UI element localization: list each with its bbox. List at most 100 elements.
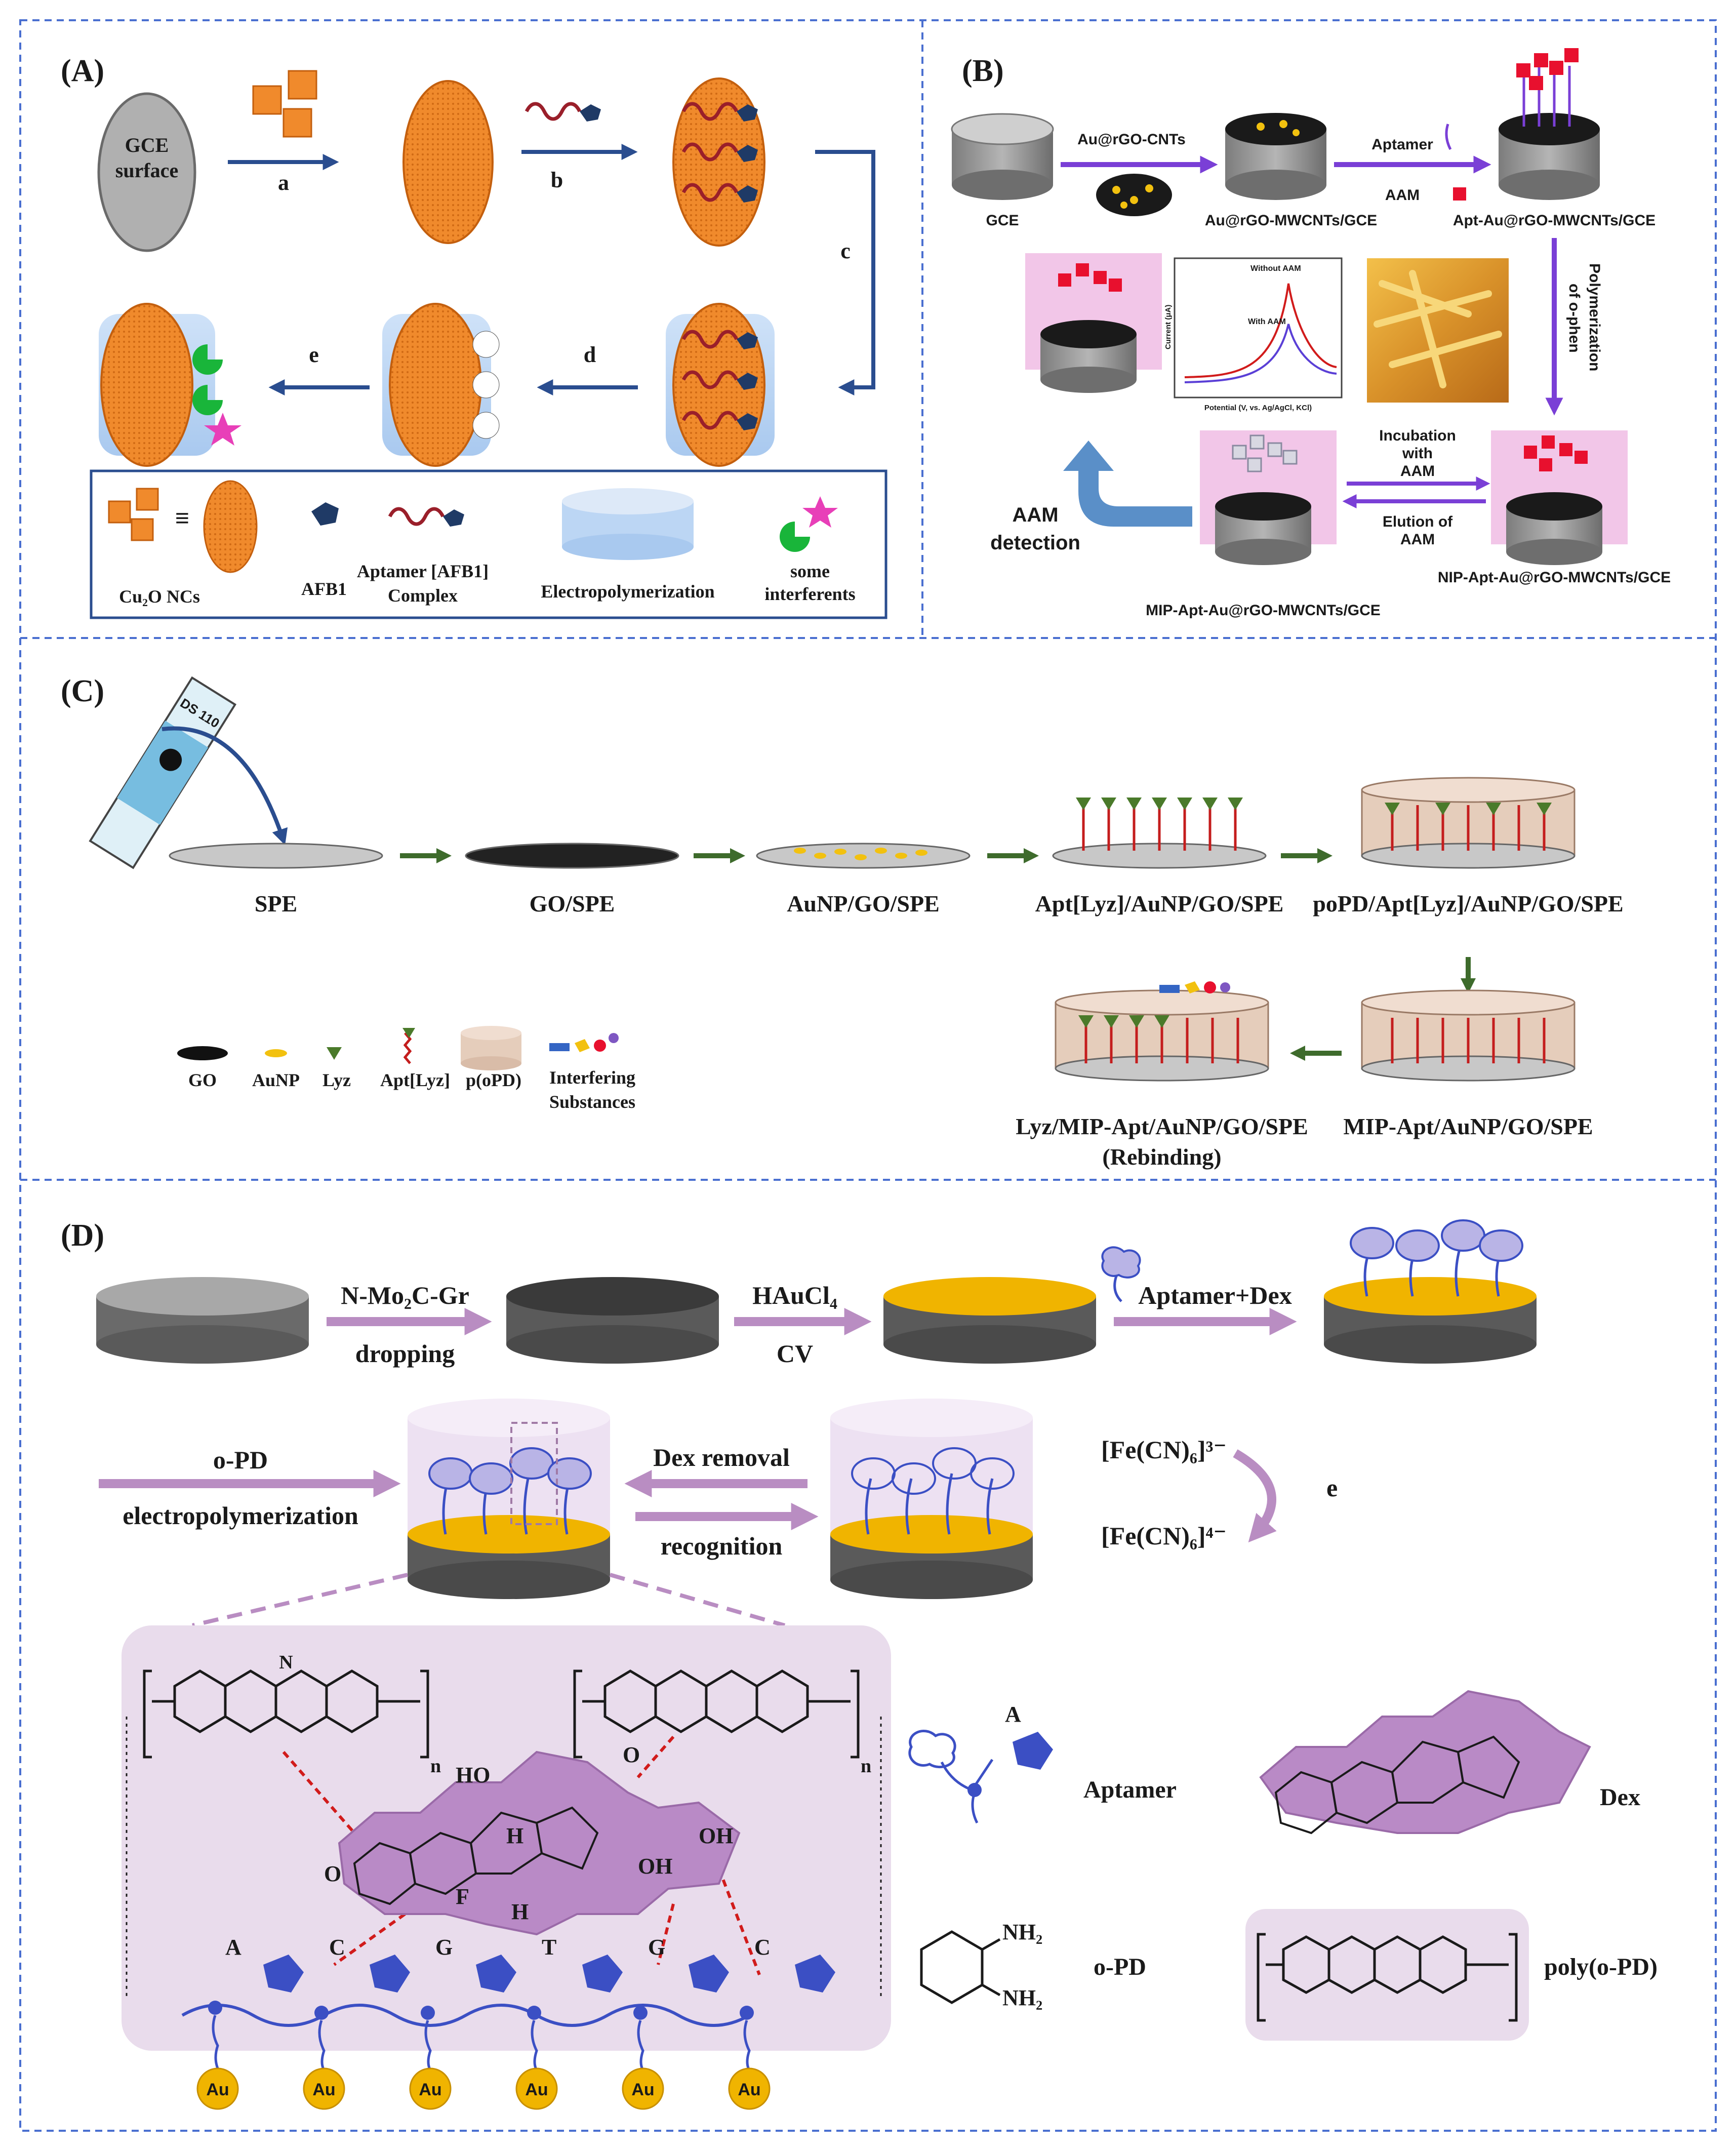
- legend-aptamer-label-1: Aptamer [AFB1]: [357, 561, 489, 581]
- legend-equiv: ≡: [175, 504, 190, 532]
- d-base-g1: G: [435, 1935, 453, 1960]
- au-3: Au: [419, 2080, 441, 2099]
- c-row2-electrodes: [1055, 981, 1576, 1082]
- d-dex-molecule: [338, 1750, 741, 1936]
- arrow-c: [815, 150, 875, 395]
- d-o2: O: [623, 1742, 640, 1767]
- d-s5-bot: recognition: [661, 1532, 783, 1560]
- b-det-2: detection: [990, 532, 1080, 554]
- legend-apt: Apt[Lyz]: [380, 1070, 450, 1090]
- d-s2-bot: CV: [777, 1339, 813, 1368]
- legend-interferent-star: [802, 496, 838, 528]
- gce-cylinder: [951, 113, 1054, 200]
- d-legend-aptamer: Aptamer: [1083, 1776, 1177, 1803]
- au-1: Au: [206, 2080, 229, 2099]
- b-elut-2: AAM: [1400, 531, 1435, 548]
- step-b: b: [551, 168, 563, 192]
- legend-go-icon: [177, 1046, 228, 1060]
- b-elut-1: Elution of: [1383, 513, 1453, 530]
- d-e: e: [1326, 1473, 1338, 1502]
- d-oh-a: OH: [699, 1823, 733, 1848]
- d-poly-units: [126, 1669, 882, 2000]
- legend-aptamer-label-2: Complex: [388, 585, 458, 606]
- legend-aptamer-icon: [390, 509, 464, 527]
- d-s4-top: o-PD: [213, 1446, 268, 1474]
- step-d: d: [584, 342, 596, 367]
- b-step1-label: Au@rGO-CNTs: [1077, 131, 1186, 148]
- aam-icon: [1453, 187, 1466, 201]
- legend-interferent-green: [780, 522, 810, 552]
- aptamer-modified-electrode: [672, 77, 765, 247]
- d-s5-top: Dex removal: [653, 1443, 790, 1471]
- d-s1-top: N-Mo₂C-Gr: [341, 1281, 469, 1309]
- d-s3: Aptamer+Dex: [1138, 1281, 1291, 1309]
- plot-with-label: With AAM: [1248, 317, 1286, 326]
- fries-sticks: [1374, 270, 1502, 388]
- b-incub-2: with: [1402, 445, 1433, 462]
- c-lyz-spe-1: Lyz/MIP-Apt/AuNP/GO/SPE: [1016, 1113, 1308, 1139]
- legend-apt-icon: [403, 1032, 412, 1064]
- d-polyopd-structure: [1257, 1933, 1518, 2022]
- c-electrodes: [169, 777, 1576, 869]
- step-a: a: [278, 170, 289, 195]
- c-go-spe: GO/SPE: [530, 891, 615, 917]
- au-6: Au: [738, 2080, 760, 2099]
- legend-cylinder-icon: [562, 488, 694, 560]
- nip-cylinder: [1506, 435, 1602, 565]
- panel-b-tag: (B): [962, 54, 1004, 88]
- d-o1: O: [324, 1861, 341, 1886]
- c-spe: SPE: [255, 891, 297, 917]
- panel-b: (B) GCE Au@rGO-CNTs Au@rGO-MWCNTs/GCE Ap…: [951, 48, 1671, 619]
- b-detection-arrow: [1063, 441, 1192, 527]
- detect-cylinder: [1040, 263, 1137, 393]
- d-nh2-b: NH₂: [1002, 1985, 1042, 2010]
- elec2-cylinder: [1499, 48, 1600, 200]
- surface-label: surface: [115, 159, 178, 182]
- au-rgo-icon: [1096, 174, 1172, 216]
- b-elec2-label: Apt-Au@rGO-MWCNTs/GCE: [1453, 212, 1656, 229]
- imprinted-electrode: [389, 303, 482, 467]
- d-legend-aptamer-icon: [908, 1730, 1053, 1824]
- d-legend-dex: Dex: [1600, 1784, 1640, 1811]
- au-4: Au: [525, 2080, 548, 2099]
- panel-d-tag: (D): [61, 1218, 104, 1253]
- d-opd-ring: [920, 1930, 984, 2004]
- d-h-bonds: [282, 1736, 761, 1976]
- aptamer-complex-icon: [527, 104, 601, 122]
- aptamer-strand-icon: [1445, 124, 1452, 150]
- sensing-electrode: [100, 303, 193, 467]
- without-aam-curve: [1184, 283, 1337, 378]
- interferents-on-electrode: [192, 344, 241, 446]
- plot-without-label: Without AAM: [1250, 264, 1301, 273]
- d-aptamer-dex-icon: [1101, 1246, 1141, 1302]
- d-base-t: T: [542, 1935, 556, 1960]
- legend-oval: [203, 480, 258, 573]
- mip-cylinder: [1215, 434, 1311, 565]
- b-aptamer-label: Aptamer: [1371, 136, 1433, 153]
- b-incub-3: AAM: [1400, 463, 1435, 480]
- c-mip-spe: MIP-Apt/AuNP/GO/SPE: [1343, 1113, 1593, 1139]
- d-h2: H: [511, 1899, 529, 1924]
- c-lyz-spe-2: (Rebinding): [1102, 1144, 1221, 1170]
- c-drop-arrow: [162, 726, 288, 846]
- b-aam-label: AAM: [1385, 187, 1420, 204]
- nip-label: NIP-Apt-Au@rGO-MWCNTs/GCE: [1438, 569, 1671, 586]
- legend-interf-2: Substances: [549, 1092, 635, 1112]
- d-fe1: [Fe(CN)₆]³⁻: [1101, 1436, 1227, 1464]
- d-electrode-3: [883, 1277, 1096, 1364]
- d-electrode-1: [96, 1277, 309, 1364]
- elec1-cylinder: [1225, 113, 1326, 200]
- plot-ylabel: Current (μA): [1164, 305, 1173, 349]
- d-redox-arrow: [1233, 1449, 1277, 1543]
- gce-electrode: [97, 92, 196, 252]
- d-electrode-6: [830, 1399, 1033, 1599]
- step-c: c: [840, 238, 851, 263]
- legend-popd: p(oPD): [466, 1070, 521, 1090]
- d-h1: H: [506, 1823, 523, 1848]
- panel-dividers: [19, 19, 1717, 2132]
- d-aptamer-nodes: [208, 2001, 754, 2020]
- legend-cubes-icon: [108, 488, 159, 541]
- legend-afb1-label: AFB1: [301, 579, 347, 599]
